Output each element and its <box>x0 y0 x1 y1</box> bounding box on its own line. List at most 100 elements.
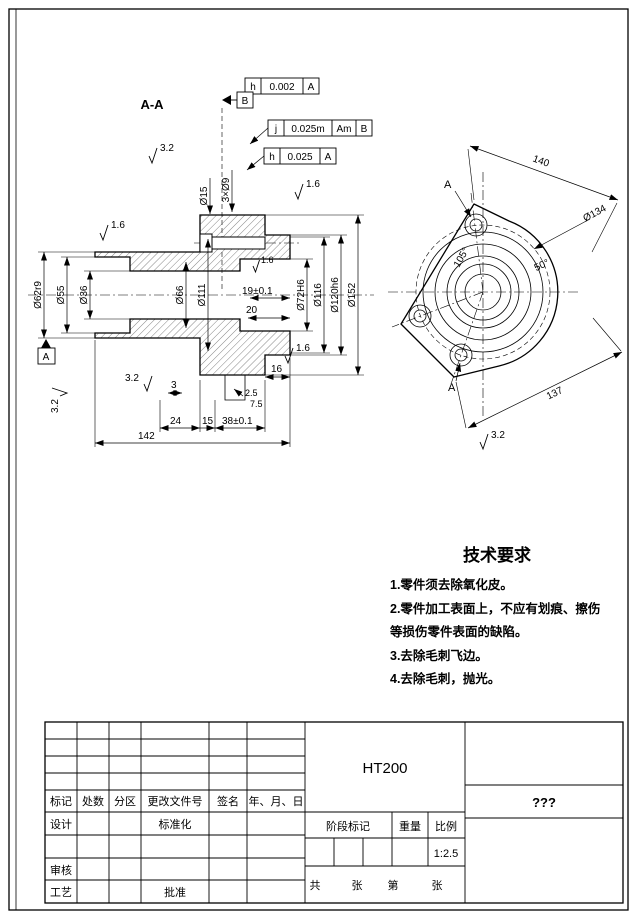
roughness-32-left: 3.2 <box>50 399 61 413</box>
tech-requirements: 技术要求 1.零件须去除氧化皮。 2.零件加工表面上，不应有划痕、擦伤 等损伤零… <box>389 545 600 686</box>
gdt-frame-2: j 0.025m Am B <box>249 119 373 145</box>
header-zone: 分区 <box>114 795 136 808</box>
dim-len75: 7.5 <box>250 399 263 409</box>
roughness-32-mid: 3.2 <box>125 373 139 384</box>
dim-bolt-circle: Ø111 <box>197 283 208 306</box>
dimension-lines <box>41 170 361 446</box>
gdt-frame-3: h 0.025 A <box>246 147 337 171</box>
dim-span140: 140 <box>531 154 551 170</box>
bolt-hole-counterbore <box>199 233 213 253</box>
dim-angle105: 105° <box>452 246 472 269</box>
sheets-sheet-b: 张 <box>432 879 443 892</box>
dim-flange-bore: Ø72H6 <box>296 279 307 311</box>
roughness-16-hub: 1.6 <box>111 220 125 231</box>
role-design: 设计 <box>50 818 72 831</box>
scale-value: 1:2.5 <box>434 848 458 860</box>
sheets-page-label: 第 <box>388 878 399 892</box>
sheets-total-label: 共 <box>310 879 321 892</box>
gdt2-datum-ref2: B <box>361 124 368 135</box>
dim-flange-od: Ø152 <box>347 282 358 307</box>
sheets-sheet-a: 张 <box>352 879 363 892</box>
dim-bolt-holes: 3×Ø9 <box>221 177 232 202</box>
dim-len24: 24 <box>170 416 182 427</box>
lower-tab <box>224 375 246 401</box>
datum-a-flag: A <box>37 339 56 365</box>
material-label: HT200 <box>362 760 407 777</box>
roughness-icon <box>284 347 294 365</box>
dim-len20: 20 <box>246 305 258 316</box>
dim-len15: 15 <box>202 416 214 427</box>
dim-span137: 137 <box>545 385 565 402</box>
roughness-icon <box>294 183 304 201</box>
role-standard: 标准化 <box>159 817 192 831</box>
roughness-marks: 3.2 1.6 1.6 1.6 1.6 3.2 3.2 <box>50 143 320 413</box>
dim-recess: Ø116 <box>313 283 324 307</box>
roughness-icon <box>99 224 109 242</box>
datum-target-a-bottom: A <box>448 382 456 394</box>
gdt2-value: 0.025m <box>291 124 324 135</box>
dim-bore: Ø36 <box>79 285 90 304</box>
tech-req-line-3: 3.去除毛刺飞边。 <box>390 648 488 663</box>
gdt1-symbol: h <box>250 82 256 93</box>
stage-mark-label: 阶段标记 <box>326 819 370 833</box>
header-count: 处数 <box>82 795 104 808</box>
cut-region-lower <box>94 318 291 376</box>
roughness-16-bottom: 1.6 <box>296 343 310 354</box>
roughness-icon <box>252 259 260 274</box>
tech-req-title: 技术要求 <box>463 545 531 565</box>
dim-step: Ø66 <box>175 285 186 304</box>
section-view: A-A h 0.002 A B <box>28 77 374 447</box>
role-process: 工艺 <box>50 886 72 899</box>
gdt3-symbol: h <box>269 152 275 163</box>
tech-req-line-4: 4.去除毛刺，抛光。 <box>390 671 500 686</box>
datum-a-label: A <box>43 352 50 363</box>
front-view: 140 Ø134 105° 50° 137 A A 3.2 <box>388 145 623 451</box>
datum-b-label: B <box>242 96 249 107</box>
dim-len142: 142 <box>138 431 155 442</box>
header-date: 年、月、日 <box>249 794 304 808</box>
gdt2-symbol: j <box>274 124 277 135</box>
header-mark: 标记 <box>50 794 72 808</box>
section-label: A-A <box>140 97 164 112</box>
roughness-icon <box>148 147 158 165</box>
role-approve: 批准 <box>164 885 186 899</box>
dim-len25: 2.5 <box>245 388 258 398</box>
roughness-16-flange: 1.6 <box>306 179 320 190</box>
gdt-frame-1: h 0.002 A <box>244 77 320 95</box>
dim-angle50: 50° <box>533 258 551 274</box>
sheet-border <box>8 8 629 911</box>
tech-req-line-2b: 等损伤零件表面的缺陷。 <box>389 624 528 639</box>
roughness-icon <box>143 375 153 393</box>
gdt2-datum-ref1: Am <box>337 124 352 135</box>
part-name: ??? <box>532 795 556 810</box>
dim-len38: 38±0.1 <box>222 416 253 427</box>
roughness-16-bore: 1.6 <box>261 255 274 265</box>
roughness-32-front: 3.2 <box>491 430 505 441</box>
dim-len16: 16 <box>271 364 283 375</box>
gdt1-datum-ref: A <box>308 82 315 93</box>
gdt3-datum-ref: A <box>325 152 332 163</box>
tech-req-line-1: 1.零件须去除氧化皮。 <box>390 577 513 592</box>
role-check: 审核 <box>50 863 72 877</box>
header-sign: 签名 <box>217 794 239 808</box>
dim-depth19: 19±0.1 <box>242 286 273 297</box>
roughness-32-top: 3.2 <box>160 143 174 154</box>
gdt1-value: 0.002 <box>269 82 294 93</box>
dim-len3: 3 <box>171 380 177 391</box>
tech-req-line-2: 2.零件加工表面上，不应有划痕、擦伤 <box>390 601 600 616</box>
datum-b-flag: B <box>222 91 254 109</box>
header-doc: 更改文件号 <box>148 794 203 808</box>
roughness-icon <box>51 387 69 397</box>
dim-counterbore: Ø55 <box>56 285 67 304</box>
gdt3-value: 0.025 <box>287 152 312 163</box>
title-block: HT200 ??? 标记 处数 分区 更改文件号 签名 年、月、日 设计 标准化… <box>44 721 624 904</box>
scale-label: 比例 <box>435 819 457 833</box>
datum-target-a-top: A <box>444 179 452 191</box>
dim-spigot: Ø120h6 <box>330 277 341 313</box>
weight-label: 重量 <box>399 819 421 833</box>
dim-hub-od: Ø62r9 <box>33 281 44 309</box>
roughness-icon <box>479 433 489 451</box>
dim-spotface: Ø15 <box>199 186 210 205</box>
